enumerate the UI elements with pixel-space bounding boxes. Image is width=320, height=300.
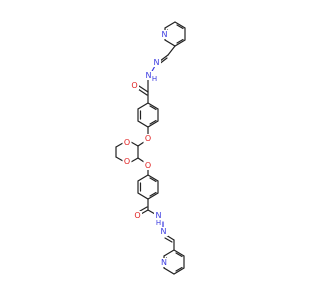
bond-ch-n-top-a [159, 54, 169, 62]
benzene-ring-bottom [137, 174, 159, 200]
molecule-structure-diagram: N N N H O O O O O O N H N N [115, 21, 186, 275]
atom-o-carbonyl-top: O [131, 81, 137, 90]
atom-n-imine-top: N [154, 58, 160, 67]
bond-o-ch-top [137, 141, 145, 147]
bond-n-ch-bottom-b [164, 237, 173, 243]
bond-co-bottom-a [140, 209, 149, 215]
atom-h-amide-bottom: H [156, 219, 161, 227]
atom-o-ether-top: O [145, 134, 151, 143]
bond-co-top-a [138, 85, 149, 93]
atom-o-carbonyl-bottom: O [134, 211, 140, 220]
atom-h-amide-top: H [152, 75, 157, 83]
atom-n-amide-top: N [146, 71, 152, 80]
benzene-ring-top [137, 102, 159, 128]
bond-c-n-bottom [147, 209, 156, 215]
atom-o-ring-top: O [124, 138, 130, 147]
bond-co-bottom-b [139, 206, 148, 212]
bond-py-ch-top [167, 45, 176, 56]
atom-o-ether-bottom: O [145, 161, 151, 170]
bond-ch-o-bottom [137, 157, 145, 163]
dioxane-ring [115, 141, 139, 163]
atom-o-ring-bottom: O [124, 157, 130, 166]
bond-co-top-b [137, 88, 148, 96]
atom-n-pyridine-bottom: N [161, 258, 167, 267]
bond-ch-n-top-b [159, 57, 168, 64]
atom-n-imine-bottom: N [161, 227, 167, 236]
atom-n-amide-bottom: N [156, 211, 162, 220]
atom-n-pyridine-top: N [162, 30, 168, 39]
atom-labels: N N N H O O O O O O N H N N [122, 30, 169, 267]
